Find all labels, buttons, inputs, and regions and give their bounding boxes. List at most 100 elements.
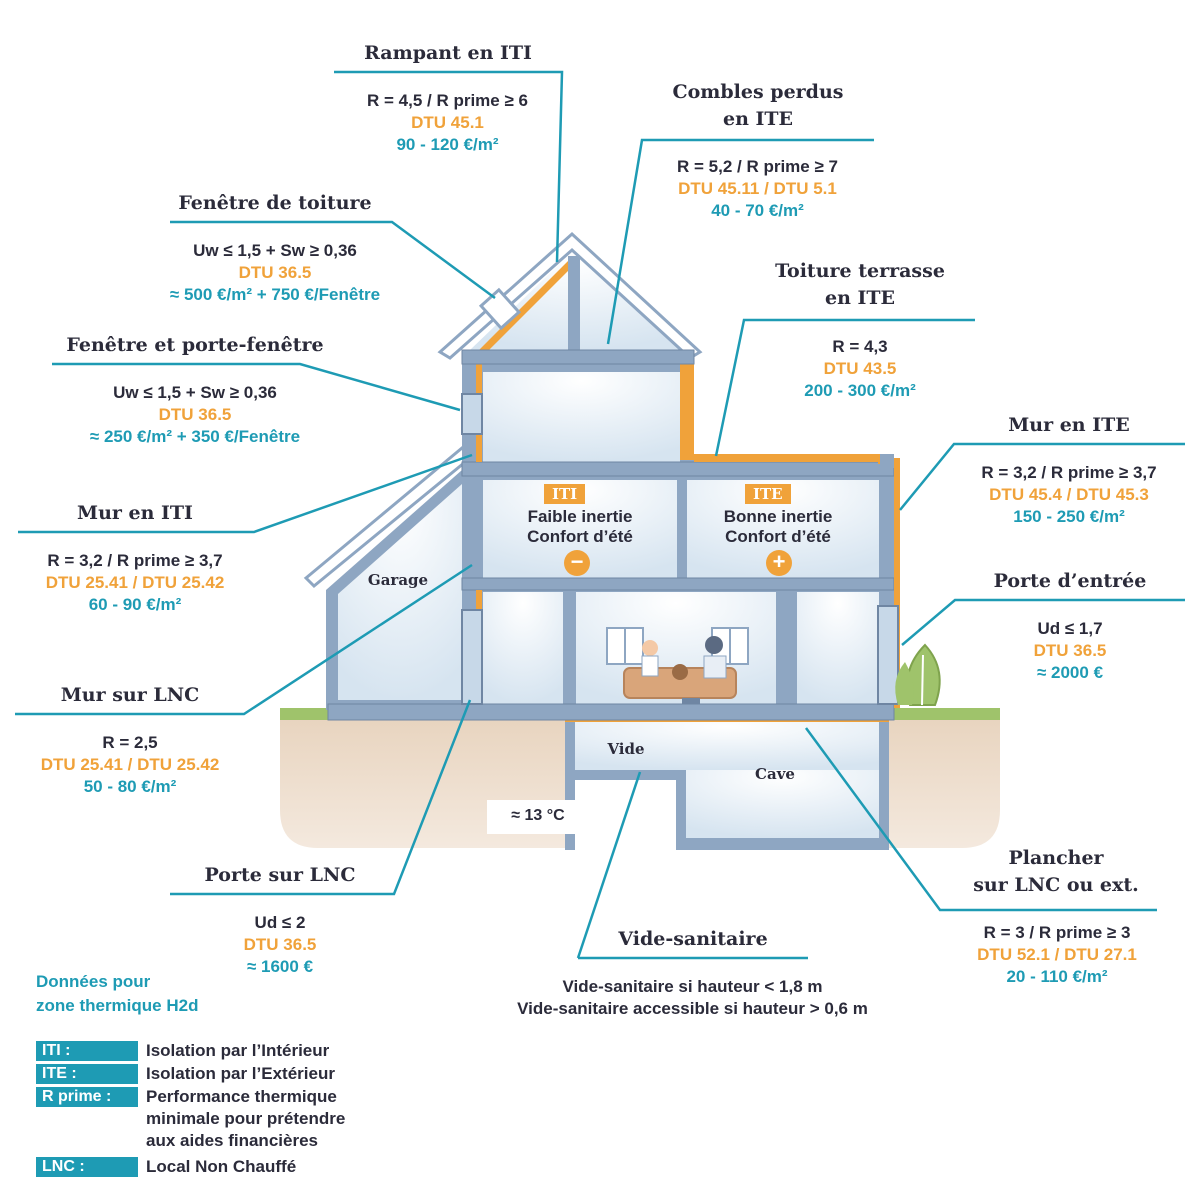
- iti-tag: ITI: [544, 484, 586, 504]
- rampant-title: Rampant en ITI: [364, 42, 532, 64]
- vide-sanitaire-line2: Vide-sanitaire accessible si hauteur > 0…: [517, 999, 868, 1018]
- combles-title-l2: en ITE: [722, 108, 794, 130]
- plancher-dtu: DTU 52.1 / DTU 27.1: [977, 945, 1137, 964]
- rampant-price: 90 - 120 €/m²: [396, 135, 499, 154]
- toiture-terrasse-price: 200 - 300 €/m²: [804, 381, 916, 400]
- legend-val-iti: Isolation par l’Intérieur: [146, 1041, 330, 1060]
- roof: [437, 231, 703, 365]
- fenetre-porte-title: Fenêtre et porte-fenêtre: [66, 334, 324, 356]
- grass-right: [893, 708, 1000, 720]
- plancher-title: Plancher sur LNC ou ext.: [940, 845, 1172, 899]
- plant: [895, 643, 941, 706]
- porte-entree-specs: Ud ≤ 1,7 DTU 36.5 ≈ 2000 €: [955, 618, 1185, 684]
- vide-sanitaire-line1: Vide-sanitaire si hauteur < 1,8 m: [562, 977, 823, 996]
- toiture-terrasse-value: R = 4,3: [832, 337, 888, 356]
- rampant-value: R = 4,5 / R prime ≥ 6: [367, 91, 528, 110]
- porte-lnc-price: ≈ 1600 €: [246, 957, 314, 976]
- rampant-specs: R = 4,5 / R prime ≥ 6 DTU 45.1 90 - 120 …: [330, 90, 565, 156]
- fenetre-toit-price: ≈ 500 €/m² + 750 €/Fenêtre: [169, 285, 381, 304]
- ite-inertie: Bonne inertie: [723, 507, 833, 526]
- zone-thermique: Données pour zone thermique H2d: [36, 970, 198, 1018]
- plancher-specs: R = 3 / R prime ≥ 3 DTU 52.1 / DTU 27.1 …: [932, 922, 1182, 988]
- toiture-terrasse-dtu: DTU 43.5: [823, 359, 897, 378]
- mur-ite-title: Mur en ITE: [1008, 414, 1130, 436]
- legend-key-ite: ITE :: [36, 1064, 138, 1084]
- rampant-dtu: DTU 45.1: [411, 113, 484, 132]
- garage-label: Garage: [367, 571, 429, 589]
- legend-val-lnc: Local Non Chauffé: [146, 1157, 297, 1176]
- upper-window: [461, 393, 483, 435]
- legend-rprime-l2: minimale pour prétendre: [146, 1109, 346, 1128]
- fenetre-porte-price: ≈ 250 €/m² + 350 €/Fenêtre: [89, 427, 301, 446]
- mur-lnc-price: 50 - 80 €/m²: [83, 777, 177, 796]
- plus-icon: +: [766, 550, 792, 576]
- porte-entree-value: Ud ≤ 1,7: [1037, 619, 1103, 638]
- iti-inertie: Faible inertie: [527, 507, 633, 526]
- garage: [303, 445, 473, 710]
- chimney: [880, 454, 894, 468]
- mur-lnc-specs: R = 2,5 DTU 25.41 / DTU 25.42 50 - 80 €/…: [5, 732, 255, 798]
- combles-value: R = 5,2 / R prime ≥ 7: [677, 157, 838, 176]
- minus-icon: −: [564, 550, 590, 576]
- combles-dtu: DTU 45.11 / DTU 5.1: [678, 179, 837, 198]
- temperature-label: ≈ 13 °C: [511, 807, 565, 824]
- mur-ite-dtu: DTU 45.4 / DTU 45.3: [989, 485, 1149, 504]
- vide-label: Vide: [607, 740, 645, 758]
- plancher-title-l1: Plancher: [1008, 847, 1104, 869]
- living-room-scene: [606, 627, 749, 704]
- lnc-door: [461, 609, 483, 705]
- cave-label: Cave: [755, 765, 795, 783]
- porte-lnc-title: Porte sur LNC: [204, 864, 356, 886]
- combles-title: Combles perdus en ITE: [642, 79, 874, 133]
- mur-iti-price: 60 - 90 €/m²: [88, 595, 182, 614]
- leader-lines: [15, 70, 1185, 960]
- mur-ite-value: R = 3,2 / R prime ≥ 3,7: [981, 463, 1157, 482]
- mur-lnc-dtu: DTU 25.41 / DTU 25.42: [40, 755, 220, 774]
- porte-entree-price: ≈ 2000 €: [1036, 663, 1104, 682]
- legend-val-ite: Isolation par l’Extérieur: [146, 1064, 335, 1083]
- grass-left: [280, 708, 328, 720]
- porte-lnc-value: Ud ≤ 2: [254, 913, 306, 932]
- ite-tag: ITE: [745, 484, 791, 504]
- porte-entree-dtu: DTU 36.5: [1033, 641, 1107, 660]
- ite-confort: Confort d’été: [725, 527, 831, 546]
- fenetre-porte-specs: Uw ≤ 1,5 + Sw ≥ 0,36 DTU 36.5 ≈ 250 €/m²…: [40, 382, 350, 448]
- vide-sanitaire-specs: Vide-sanitaire si hauteur < 1,8 m Vide-s…: [460, 976, 925, 1020]
- basement: [565, 718, 889, 850]
- porte-lnc-specs: Ud ≤ 2 DTU 36.5 ≈ 1600 €: [165, 912, 395, 978]
- mur-lnc-title: Mur sur LNC: [60, 684, 200, 706]
- plancher-title-l2: sur LNC ou ext.: [973, 874, 1139, 896]
- legend-val-rprime: Performance thermique minimale pour prét…: [146, 1086, 345, 1152]
- iti-room-text: Faible inertie Confort d’été: [490, 507, 670, 547]
- fenetre-porte-value: Uw ≤ 1,5 + Sw ≥ 0,36: [113, 383, 277, 402]
- vide-sanitaire-title: Vide-sanitaire: [618, 928, 768, 950]
- mur-iti-title: Mur en ITI: [77, 502, 193, 524]
- plancher-value: R = 3 / R prime ≥ 3: [983, 923, 1131, 942]
- temperature-box: [487, 800, 589, 834]
- iti-confort: Confort d’été: [527, 527, 633, 546]
- fenetre-porte-dtu: DTU 36.5: [158, 405, 232, 424]
- entry-door: [877, 605, 899, 705]
- mur-ite-specs: R = 3,2 / R prime ≥ 3,7 DTU 45.4 / DTU 4…: [944, 462, 1194, 528]
- combles-title-l1: Combles perdus: [672, 81, 844, 103]
- toiture-terrasse-title-l1: Toiture terrasse: [775, 260, 945, 282]
- fenetre-toit-dtu: DTU 36.5: [238, 263, 312, 282]
- fenetre-toit-specs: Uw ≤ 1,5 + Sw ≥ 0,36 DTU 36.5 ≈ 500 €/m²…: [140, 240, 410, 306]
- legend-key-rprime: R prime :: [36, 1087, 138, 1107]
- combles-specs: R = 5,2 / R prime ≥ 7 DTU 45.11 / DTU 5.…: [640, 156, 875, 222]
- combles-price: 40 - 70 €/m²: [711, 201, 804, 220]
- toiture-terrasse-specs: R = 4,3 DTU 43.5 200 - 300 €/m²: [744, 336, 976, 402]
- fenetre-toit-title: Fenêtre de toiture: [178, 192, 372, 214]
- plancher-price: 20 - 110 €/m²: [1006, 967, 1108, 986]
- legend-key-iti: ITI :: [36, 1041, 138, 1061]
- mur-ite-price: 150 - 250 €/m²: [1013, 507, 1125, 526]
- porte-lnc-dtu: DTU 36.5: [243, 935, 317, 954]
- legend-key-lnc: LNC :: [36, 1157, 138, 1177]
- mur-lnc-value: R = 2,5: [102, 733, 158, 752]
- fenetre-toit-value: Uw ≤ 1,5 + Sw ≥ 0,36: [193, 241, 357, 260]
- mur-iti-value: R = 3,2 / R prime ≥ 3,7: [47, 551, 223, 570]
- legend-rprime-l1: Performance thermique: [146, 1087, 337, 1106]
- zone-line1: Données pour: [36, 972, 151, 991]
- zone-line2: zone thermique H2d: [36, 996, 199, 1015]
- mur-iti-dtu: DTU 25.41 / DTU 25.42: [45, 573, 225, 592]
